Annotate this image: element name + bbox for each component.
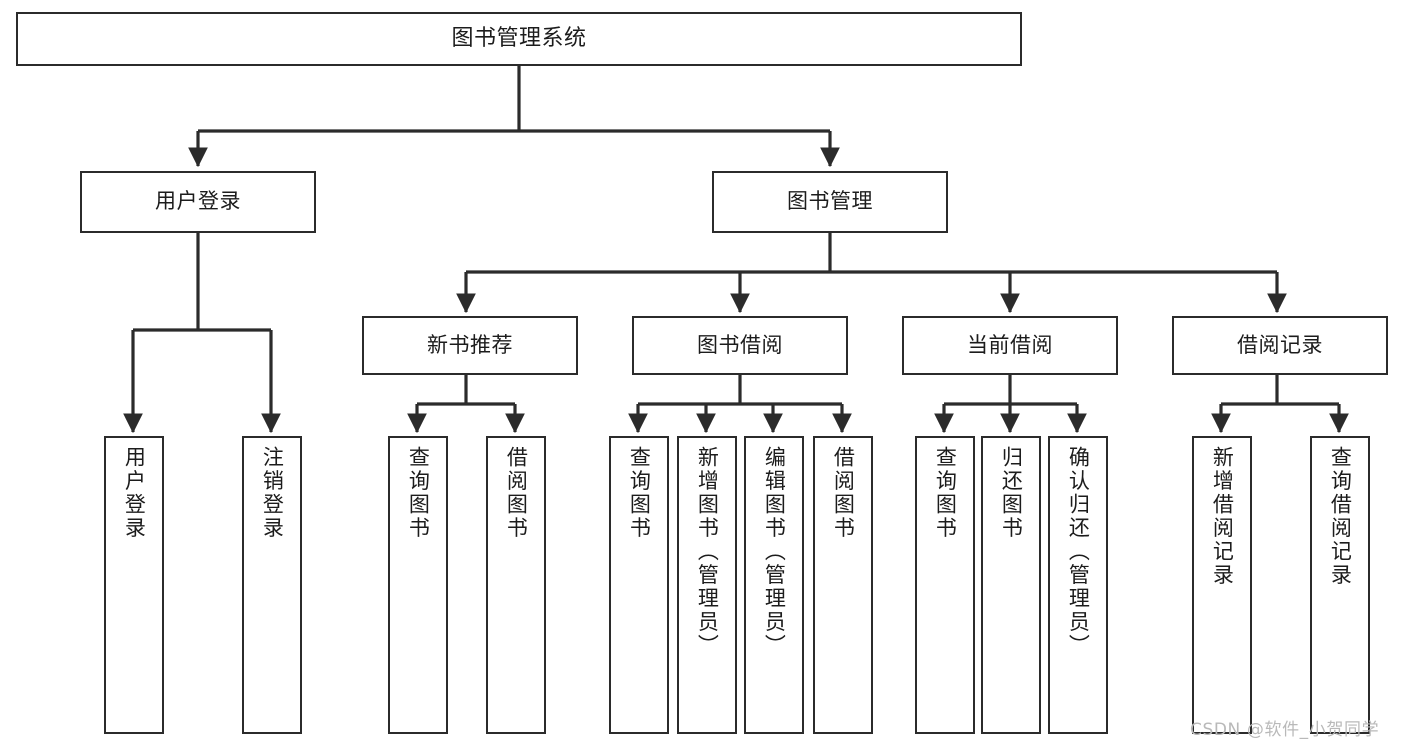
node-label: 新增图书（管理员） — [695, 446, 720, 658]
node-user-login[interactable]: 用户登录 — [80, 171, 316, 233]
leaf-add-borrow-record[interactable]: 新增借阅记录 — [1192, 436, 1252, 734]
csdn-watermark: CSDN @软件_小贺同学 — [1190, 720, 1380, 740]
node-label: 确认归还（管理员） — [1066, 446, 1091, 658]
leaf-query-book-3[interactable]: 查询图书 — [915, 436, 975, 734]
leaf-return-book[interactable]: 归还图书 — [981, 436, 1041, 734]
node-label: 归还图书 — [999, 446, 1024, 540]
node-label: 图书借阅 — [697, 332, 783, 357]
node-book-borrow[interactable]: 图书借阅 — [632, 316, 848, 375]
node-label: 借阅图书 — [831, 446, 856, 540]
node-label: 注销登录 — [260, 446, 285, 540]
leaf-borrow-book-1[interactable]: 借阅图书 — [486, 436, 546, 734]
leaf-query-borrow-record[interactable]: 查询借阅记录 — [1310, 436, 1370, 734]
node-label: 图书管理系统 — [451, 25, 587, 51]
leaf-logout-login[interactable]: 注销登录 — [242, 436, 302, 734]
node-label: 借阅图书 — [504, 446, 529, 540]
node-label: 查询借阅记录 — [1328, 446, 1353, 587]
node-label: 借阅记录 — [1237, 332, 1323, 357]
node-book-manage[interactable]: 图书管理 — [712, 171, 948, 233]
node-label: 查询图书 — [933, 446, 958, 540]
node-root-system[interactable]: 图书管理系统 — [16, 12, 1022, 66]
node-new-book-recommend[interactable]: 新书推荐 — [362, 316, 578, 375]
node-current-borrow[interactable]: 当前借阅 — [902, 316, 1118, 375]
leaf-confirm-return[interactable]: 确认归还（管理员） — [1048, 436, 1108, 734]
node-label: 当前借阅 — [967, 332, 1053, 357]
leaf-user-login[interactable]: 用户登录 — [104, 436, 164, 734]
leaf-add-book[interactable]: 新增图书（管理员） — [677, 436, 737, 734]
node-label: 用户登录 — [122, 446, 147, 540]
node-label: 编辑图书（管理员） — [762, 446, 787, 658]
node-borrow-record[interactable]: 借阅记录 — [1172, 316, 1388, 375]
node-label: 新增借阅记录 — [1210, 446, 1235, 587]
leaf-query-book-1[interactable]: 查询图书 — [388, 436, 448, 734]
leaf-borrow-book-2[interactable]: 借阅图书 — [813, 436, 873, 734]
node-label: 查询图书 — [406, 446, 431, 540]
node-label: 用户登录 — [155, 189, 241, 214]
node-label: 新书推荐 — [427, 332, 513, 357]
node-label: 图书管理 — [787, 189, 873, 214]
leaf-edit-book[interactable]: 编辑图书（管理员） — [744, 436, 804, 734]
node-label: 查询图书 — [627, 446, 652, 540]
leaf-query-book-2[interactable]: 查询图书 — [609, 436, 669, 734]
